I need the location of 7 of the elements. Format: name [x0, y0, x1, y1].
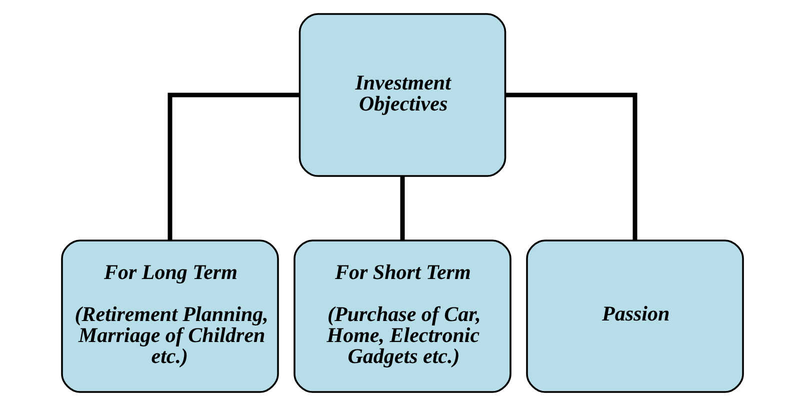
node-box: For Long Term (Retirement Planning, Marriage of Children etc.): [60, 240, 278, 393]
node-box: Investment Objectives: [298, 13, 506, 177]
connector: [167, 92, 299, 240]
node-box: For Short Term (Purchase of Car, Home, Electronic Gadgets etc.): [293, 240, 511, 393]
connector: [400, 176, 404, 240]
node-box: Passion: [526, 240, 744, 393]
connector: [505, 92, 637, 240]
